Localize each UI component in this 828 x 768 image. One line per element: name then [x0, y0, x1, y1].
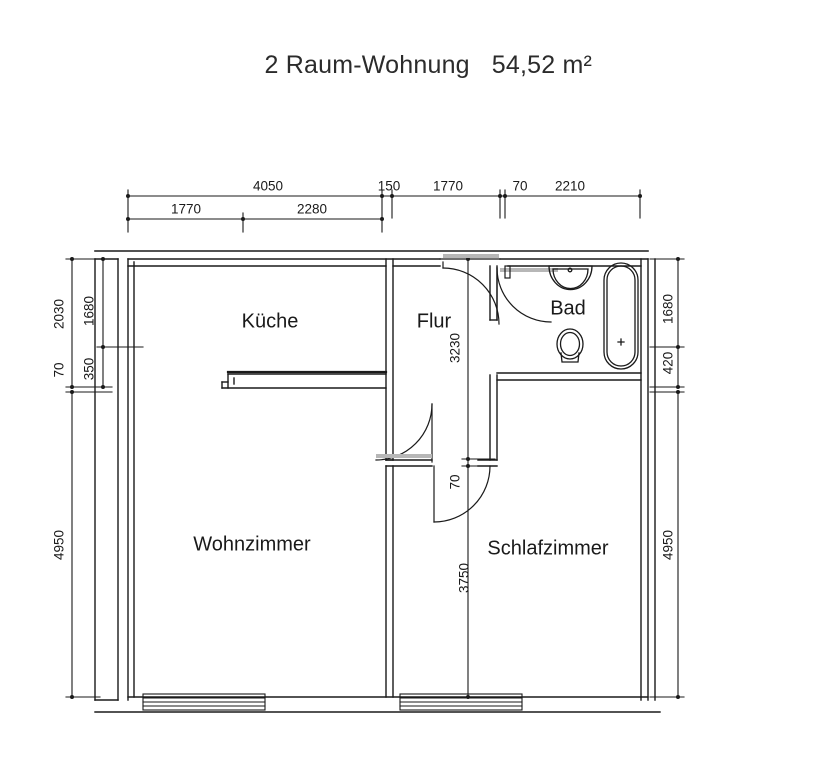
dimension-top-inner-1770: 1770 [170, 201, 202, 217]
dimension-chain-top-outer [126, 189, 642, 233]
plan-title-name: 2 Raum-Wohnung [264, 51, 470, 79]
dimension-top-2210: 2210 [554, 178, 586, 194]
dimension-chain-top-inner [126, 212, 384, 233]
dimension-top-70: 70 [512, 178, 528, 194]
plan-title-area: 54,52 m² [491, 51, 593, 79]
bedroom-window [399, 693, 523, 711]
dimension-right-1680: 1680 [660, 293, 676, 325]
room-label-wohnzimmer: Wohnzimmer [193, 533, 311, 556]
bathroom-door [496, 267, 552, 323]
entrance-door [439, 258, 501, 325]
room-label-schlafzimmer: Schlafzimmer [487, 537, 609, 560]
living-room-window [142, 693, 266, 711]
dimension-chain-left-inner [96, 257, 144, 389]
dimension-top-inner-2280: 2280 [296, 201, 328, 217]
dimension-interior [461, 257, 496, 699]
room-label-flur: Flur [416, 310, 452, 333]
dimension-top-1770: 1770 [432, 178, 464, 194]
dimension-left-1680: 1680 [81, 295, 97, 327]
dimension-interior-3750: 3750 [456, 562, 472, 594]
bathroom-wall-nib [504, 265, 511, 279]
dimension-top-4050: 4050 [252, 178, 284, 194]
page-title: 2 Raum-Wohnung 54,52 m² [0, 22, 828, 109]
bathtub-icon [603, 262, 639, 370]
toilet-icon [556, 328, 584, 363]
dimension-chain-right [649, 257, 685, 699]
dimension-left-70: 70 [51, 362, 67, 378]
room-label-bad: Bad [550, 297, 586, 320]
kitchen-counter [221, 373, 387, 389]
dimension-right-4950: 4950 [660, 529, 676, 561]
outer-walls [94, 258, 661, 713]
sink-icon [548, 265, 593, 291]
dimension-right-420: 420 [660, 351, 676, 375]
dimension-interior-3230: 3230 [447, 332, 463, 364]
dimension-chain-left-outer [65, 257, 113, 699]
dimension-left-2030: 2030 [51, 298, 67, 330]
dimension-left-350: 350 [81, 357, 97, 381]
living-room-door [375, 403, 433, 463]
dimension-interior-70: 70 [447, 474, 463, 490]
room-label-kueche: Küche [241, 310, 299, 333]
bedroom-door [433, 465, 491, 523]
dimension-left-4950: 4950 [51, 529, 67, 561]
dimension-top-150: 150 [377, 178, 401, 194]
